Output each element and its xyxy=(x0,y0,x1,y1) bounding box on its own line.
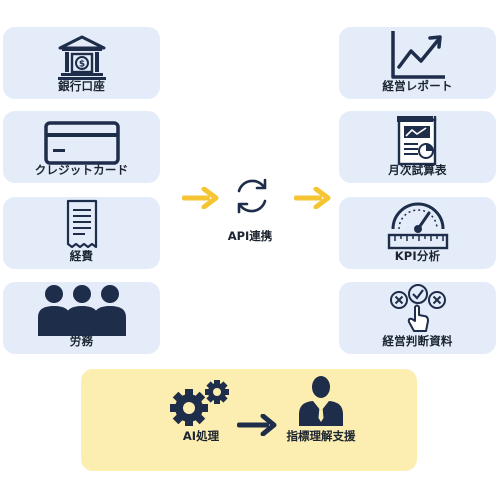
management-report-label: 経営レポート xyxy=(382,79,453,93)
businessperson-icon xyxy=(295,374,347,430)
monthly-trial-balance-label: 月次試算表 xyxy=(388,163,447,177)
decision-touch-icon xyxy=(339,283,496,337)
input-card-labor: 労務 xyxy=(3,282,160,354)
gauge-icon xyxy=(339,199,496,251)
svg-text:$: $ xyxy=(78,60,84,70)
api-integration-label: API連携 xyxy=(227,229,273,243)
people-icon xyxy=(3,284,160,336)
kpi-analysis-label: KPI分析 xyxy=(394,249,441,263)
input-card-expenses: 経費 xyxy=(3,197,160,269)
sync-icon xyxy=(232,175,272,221)
ai-processing-label: AI処理 xyxy=(182,429,220,443)
output-card-management-report: 経営レポート xyxy=(339,27,496,99)
line-chart-icon xyxy=(339,29,496,81)
expenses-label: 経費 xyxy=(69,249,94,263)
indicator-understanding-support-label: 指標理解支援 xyxy=(286,429,356,443)
labor-label: 労務 xyxy=(69,334,94,348)
output-card-kpi-analysis: KPI分析 xyxy=(339,197,496,269)
credit-card-icon xyxy=(3,119,160,165)
decision-materials-label: 経営判断資料 xyxy=(382,334,453,348)
credit-card-label: クレジットカード xyxy=(34,163,129,177)
input-card-bank-account: $ 銀行口座 xyxy=(3,27,160,99)
receipt-icon xyxy=(3,199,160,251)
arrow-right-icon xyxy=(294,186,332,213)
ai-processing-panel: AI処理 指標理解支援 xyxy=(81,369,417,471)
bank-icon: $ xyxy=(3,35,160,81)
output-card-monthly-trial-balance: 月次試算表 xyxy=(339,111,496,183)
output-card-decision-materials: 経営判断資料 xyxy=(339,282,496,354)
bank-account-label: 銀行口座 xyxy=(58,79,105,93)
report-document-icon xyxy=(339,114,496,166)
arrow-right-icon xyxy=(182,186,220,213)
input-card-credit-card: クレジットカード xyxy=(3,111,160,183)
gears-icon xyxy=(167,380,235,430)
arrow-right-icon xyxy=(237,413,279,440)
